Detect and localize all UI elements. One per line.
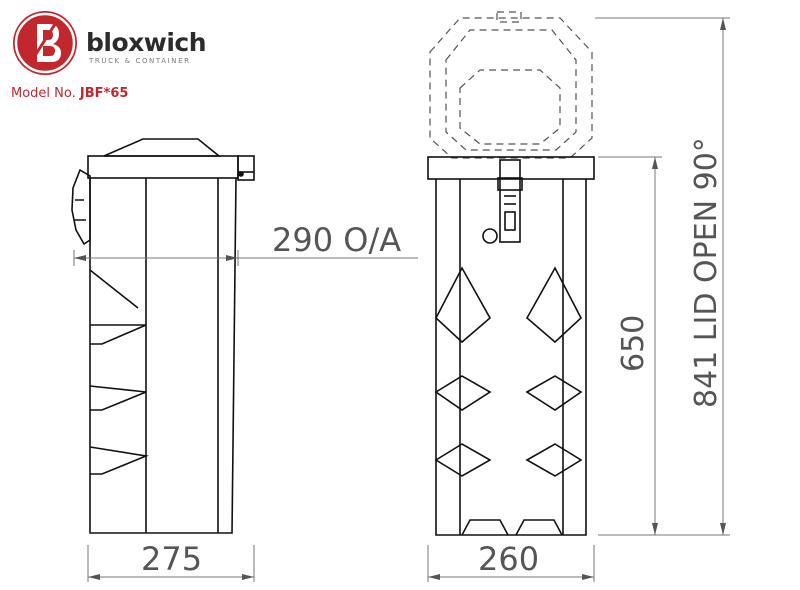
height-label: 650: [616, 315, 651, 372]
brand-logo: bloxwich TRUCK & CONTAINER: [10, 8, 230, 83]
front-rib-left-3: [434, 443, 492, 477]
front-base: [461, 519, 563, 536]
side-rib-3: [89, 446, 149, 475]
dimension-front-width: 260: [427, 540, 595, 582]
height-lid-open-label: 841 LID OPEN 90°: [689, 137, 724, 408]
front-width-label: 260: [478, 540, 539, 578]
front-rib-right-3: [525, 443, 583, 477]
front-rib-right-2: [525, 375, 583, 411]
dimension-height: 650: [598, 156, 662, 536]
side-body: [89, 177, 237, 534]
side-rim: [87, 155, 239, 179]
overall-width-label: 290 O/A: [272, 221, 401, 259]
side-latch: [71, 168, 91, 246]
brand-name: bloxwich: [86, 28, 207, 57]
side-lid: [103, 138, 222, 157]
front-latch: [499, 159, 521, 243]
front-rim: [427, 156, 595, 180]
front-rib-left-2: [434, 375, 492, 411]
front-view: [427, 11, 595, 536]
brand-tagline: TRUCK & CONTAINER: [89, 57, 191, 65]
bloxwich-b-logo-icon: [13, 11, 77, 75]
front-body: [435, 179, 587, 536]
padlock-ring: [482, 228, 498, 244]
dimension-height-lid-open: 841 LID OPEN 90°: [595, 17, 730, 536]
dimension-side-depth: 275: [87, 540, 255, 582]
side-rib-2: [89, 385, 147, 411]
side-view: [71, 138, 255, 534]
front-rib-left-1: [435, 266, 492, 344]
model-label: Model No.: [11, 86, 76, 101]
side-rib-1: [90, 324, 147, 345]
model-number: Model No. JBF*65: [11, 86, 128, 101]
front-rib-right-1: [525, 266, 582, 344]
side-hinge-tab: [237, 155, 255, 181]
model-code: JBF*65: [79, 86, 129, 101]
dimension-overall-width: 290 O/A: [73, 221, 418, 266]
side-depth-label: 275: [141, 540, 202, 578]
front-lid-open: [429, 11, 593, 159]
